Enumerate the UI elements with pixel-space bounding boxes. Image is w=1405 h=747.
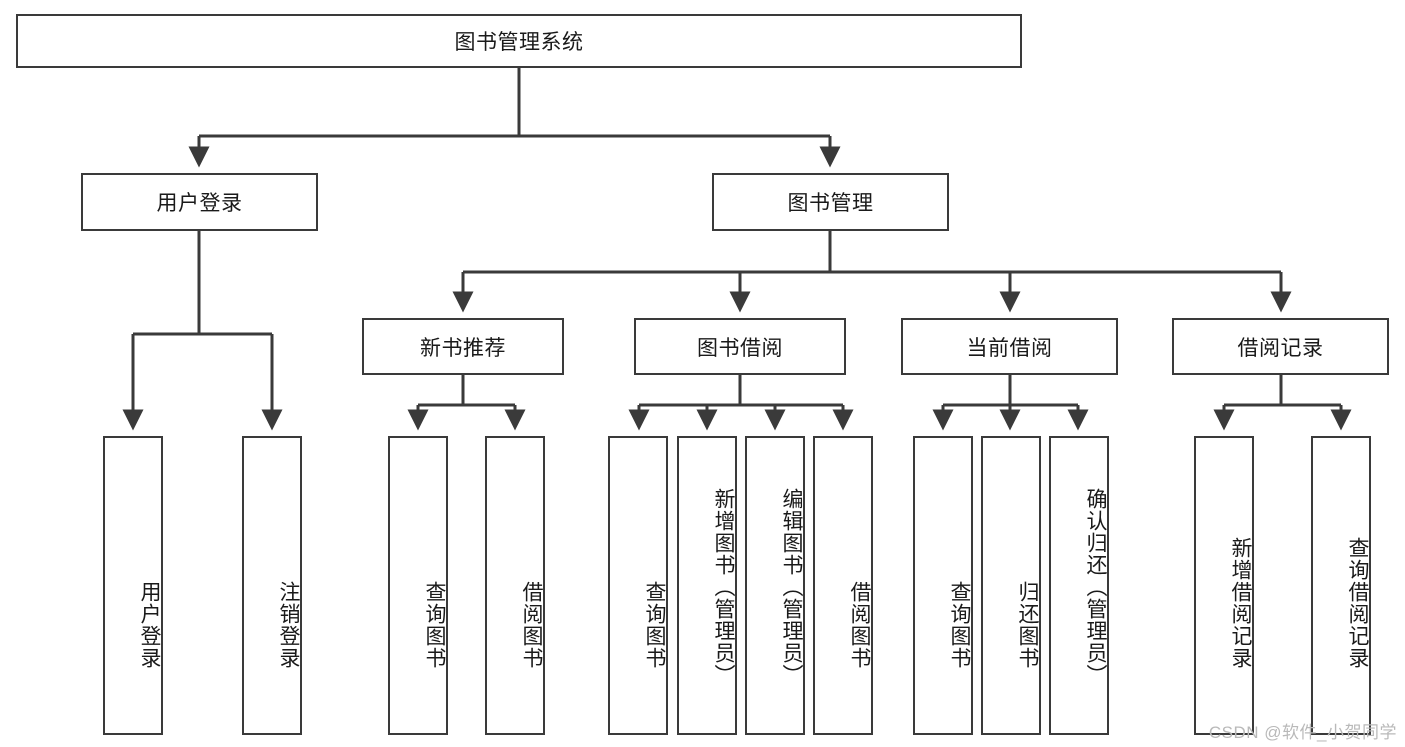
node-label: 用户登录 — [138, 580, 161, 669]
node-user-login[interactable]: 用户登录 — [81, 173, 318, 231]
node-label: 用户登录 — [156, 192, 243, 215]
node-new-book-recommend[interactable]: 新书推荐 — [362, 318, 564, 375]
leaf-query-book-recommend[interactable]: 查询图书 — [388, 436, 448, 735]
node-label: 查询图书 — [643, 580, 666, 669]
leaf-user-logout[interactable]: 注销登录 — [242, 436, 302, 735]
leaf-query-book-borrow[interactable]: 查询图书 — [608, 436, 668, 735]
node-label: 注销登录 — [277, 580, 300, 669]
leaf-confirm-return-admin[interactable]: 确认归还（管理员） — [1049, 436, 1109, 735]
leaf-user-login[interactable]: 用户登录 — [103, 436, 163, 735]
node-label: 图书管理 — [787, 192, 874, 215]
node-label: 编辑图书（管理员） — [780, 488, 803, 686]
node-label: 图书借阅 — [697, 336, 783, 360]
node-book-borrow[interactable]: 图书借阅 — [634, 318, 846, 375]
node-current-borrow[interactable]: 当前借阅 — [901, 318, 1118, 375]
node-label: 当前借阅 — [966, 336, 1053, 360]
leaf-borrow-book[interactable]: 借阅图书 — [813, 436, 873, 735]
node-label: 新增图书（管理员） — [712, 488, 735, 686]
node-label: 查询图书 — [423, 580, 446, 669]
leaf-return-book[interactable]: 归还图书 — [981, 436, 1041, 735]
node-label: 查询借阅记录 — [1346, 536, 1369, 669]
watermark-text: CSDN @软件_小贺同学 — [1208, 723, 1397, 742]
leaf-add-borrow-record[interactable]: 新增借阅记录 — [1194, 436, 1254, 735]
leaf-borrow-book-recommend[interactable]: 借阅图书 — [485, 436, 545, 735]
node-label: 借阅记录 — [1237, 336, 1324, 360]
node-book-management[interactable]: 图书管理 — [712, 173, 949, 231]
leaf-query-book-current[interactable]: 查询图书 — [913, 436, 973, 735]
node-root-system[interactable]: 图书管理系统 — [16, 14, 1022, 68]
node-borrow-record[interactable]: 借阅记录 — [1172, 318, 1389, 375]
node-label: 归还图书 — [1016, 580, 1039, 669]
leaf-add-book-admin[interactable]: 新增图书（管理员） — [677, 436, 737, 735]
node-label: 借阅图书 — [848, 580, 871, 669]
node-label: 新书推荐 — [420, 336, 506, 360]
node-label: 借阅图书 — [520, 580, 543, 669]
node-label: 查询图书 — [948, 580, 971, 669]
leaf-query-borrow-record[interactable]: 查询借阅记录 — [1311, 436, 1371, 735]
leaf-edit-book-admin[interactable]: 编辑图书（管理员） — [745, 436, 805, 735]
node-label: 新增借阅记录 — [1229, 536, 1252, 669]
node-label: 确认归还（管理员） — [1084, 488, 1107, 686]
node-label: 图书管理系统 — [454, 31, 584, 54]
